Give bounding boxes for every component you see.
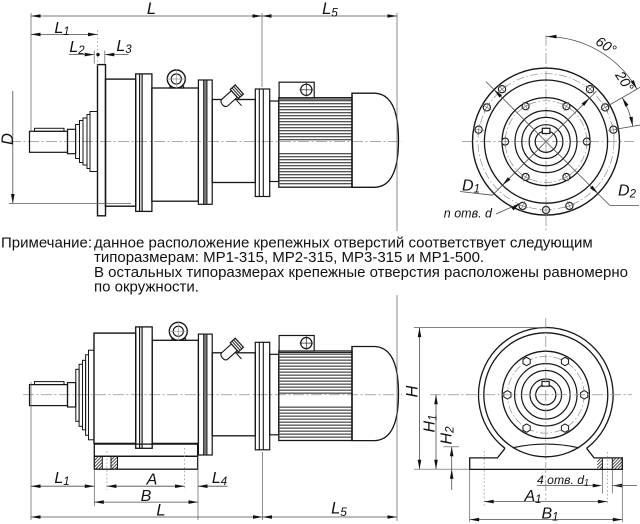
svg-text:n отв. d: n отв. d xyxy=(444,207,493,221)
svg-text:D: D xyxy=(0,133,17,145)
svg-text:4 отв. d1: 4 отв. d1 xyxy=(537,473,589,488)
svg-text:L5: L5 xyxy=(331,500,347,519)
svg-text:B: B xyxy=(141,488,152,505)
svg-text:L: L xyxy=(147,0,156,18)
svg-text:H: H xyxy=(404,385,422,397)
svg-text:L: L xyxy=(156,502,165,520)
svg-text:типоразмерам: МР1-315, МР2-315: типоразмерам: МР1-315, МР2-315, МР3-315 … xyxy=(94,249,484,266)
svg-text:L5: L5 xyxy=(322,0,338,19)
svg-text:A: A xyxy=(146,472,158,489)
svg-text:В остальных типоразмерах крепе: В остальных типоразмерах крепежные отвер… xyxy=(94,264,628,281)
svg-text:данное расположение крепежных: данное расположение крепежных отверстий … xyxy=(94,234,593,251)
svg-text:по окружности.: по окружности. xyxy=(94,279,199,296)
svg-text:Примечание:: Примечание: xyxy=(1,234,92,251)
